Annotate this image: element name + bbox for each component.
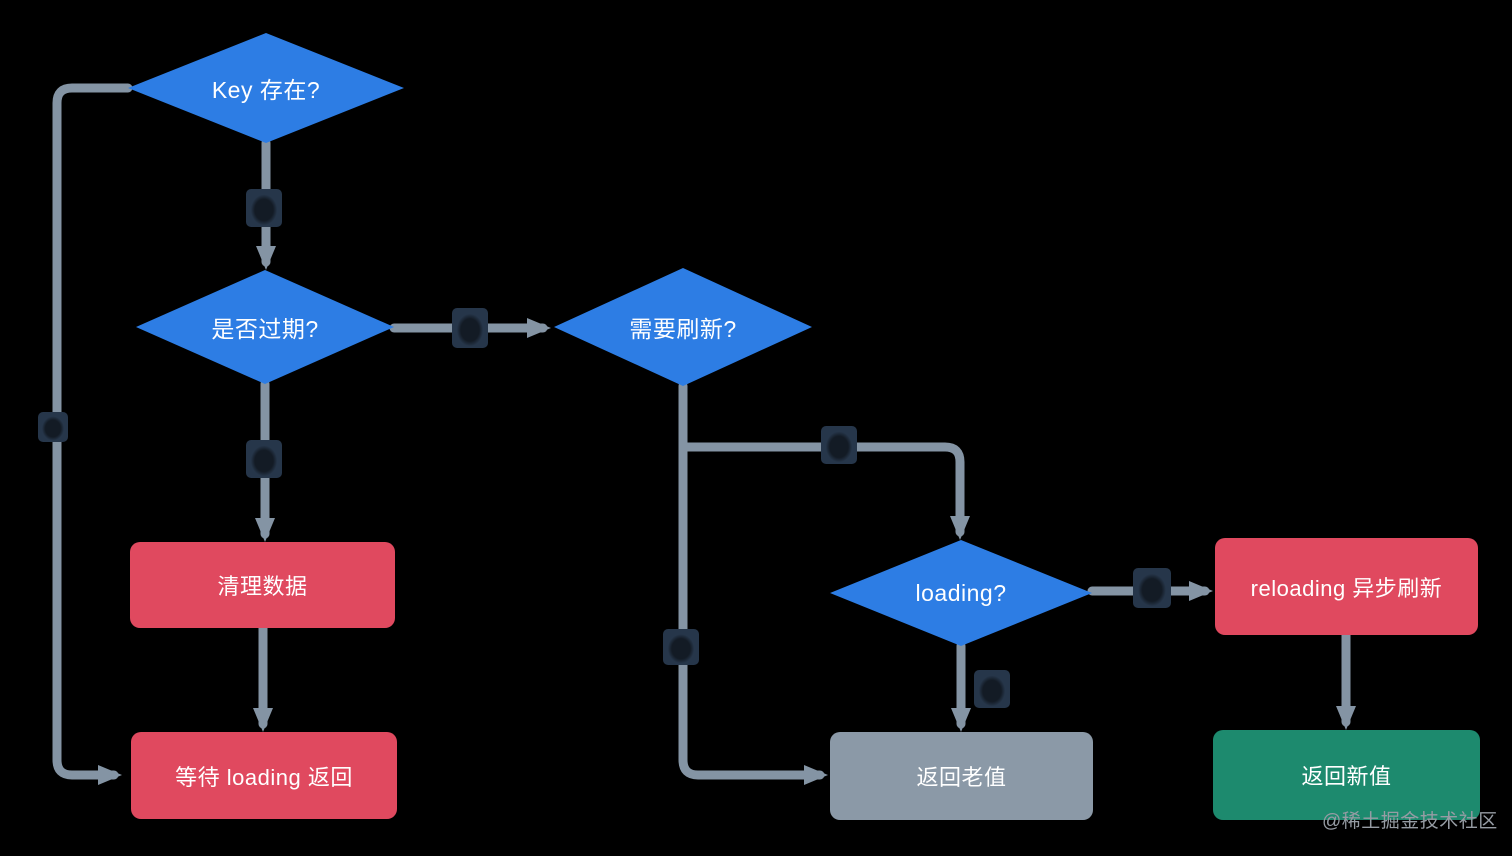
step-wait-loading-return-label: 等待 loading 返回 xyxy=(175,764,353,790)
edge-label-chip xyxy=(38,412,68,442)
step-reloading-async-refresh-label: reloading 异步刷新 xyxy=(1250,575,1443,601)
step-reloading-async-refresh: reloading 异步刷新 xyxy=(1215,538,1478,635)
step-return-old-value-label: 返回老值 xyxy=(916,765,1007,790)
edge-label-chip xyxy=(821,426,857,464)
step-clean-data: 清理数据 xyxy=(130,542,395,628)
edge-need-refresh-to-loading xyxy=(678,442,970,540)
step-return-new-value-label: 返回新值 xyxy=(1301,764,1392,789)
step-clean-data-label: 清理数据 xyxy=(217,574,308,599)
edge-label-chip xyxy=(663,629,699,665)
step-return-old-value: 返回老值 xyxy=(830,732,1093,820)
decision-loading-label: loading? xyxy=(915,579,1007,606)
edge-need-refresh-to-return-old xyxy=(678,381,828,785)
decision-expired-label: 是否过期? xyxy=(211,316,319,342)
edge-label-chip xyxy=(246,440,282,478)
decision-key-exists-label: Key 存在? xyxy=(211,77,321,103)
decision-need-refresh-label: 需要刷新? xyxy=(629,316,737,342)
step-return-new-value: 返回新值 xyxy=(1213,730,1480,820)
edge-label-chip xyxy=(974,670,1010,708)
edge-label-chip xyxy=(452,308,488,348)
edge-label-chip xyxy=(246,189,282,227)
step-wait-loading-return: 等待 loading 返回 xyxy=(131,732,397,819)
watermark: @稀土掘金技术社区 xyxy=(1322,811,1498,832)
edge-label-chip xyxy=(1133,568,1171,608)
